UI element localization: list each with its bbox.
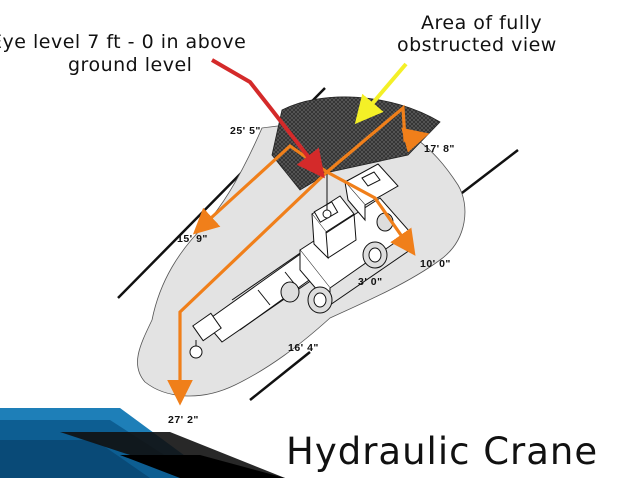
sightline-right [326, 170, 416, 256]
obstructed-callout-line1: Area of fully [421, 12, 543, 34]
sightline-right-top [325, 104, 430, 174]
eye-level-pointer [210, 58, 325, 179]
crane-illustration [189, 163, 411, 359]
page-title: Hydraulic Crane [286, 430, 599, 473]
dimension-label: 10' 0" [420, 258, 451, 270]
dimension-label: 17' 8" [424, 143, 455, 155]
eye-level-callout-line2: ground level [68, 54, 193, 76]
sightline-rear [167, 170, 329, 406]
dimension-label: 27' 2" [168, 414, 199, 426]
dimension-label: 16' 4" [288, 342, 319, 354]
obstructed-area-pointer [354, 62, 408, 125]
accent-band [0, 398, 285, 478]
obstructed-callout-line2: obstructed view [397, 34, 557, 56]
dimension-label: 15' 9" [177, 233, 208, 245]
dimension-label: 25' 5" [230, 125, 261, 137]
dimension-label: 3' 0" [358, 276, 383, 288]
eye-level-callout-line1: Eye level 7 ft - 0 in above [0, 31, 247, 53]
